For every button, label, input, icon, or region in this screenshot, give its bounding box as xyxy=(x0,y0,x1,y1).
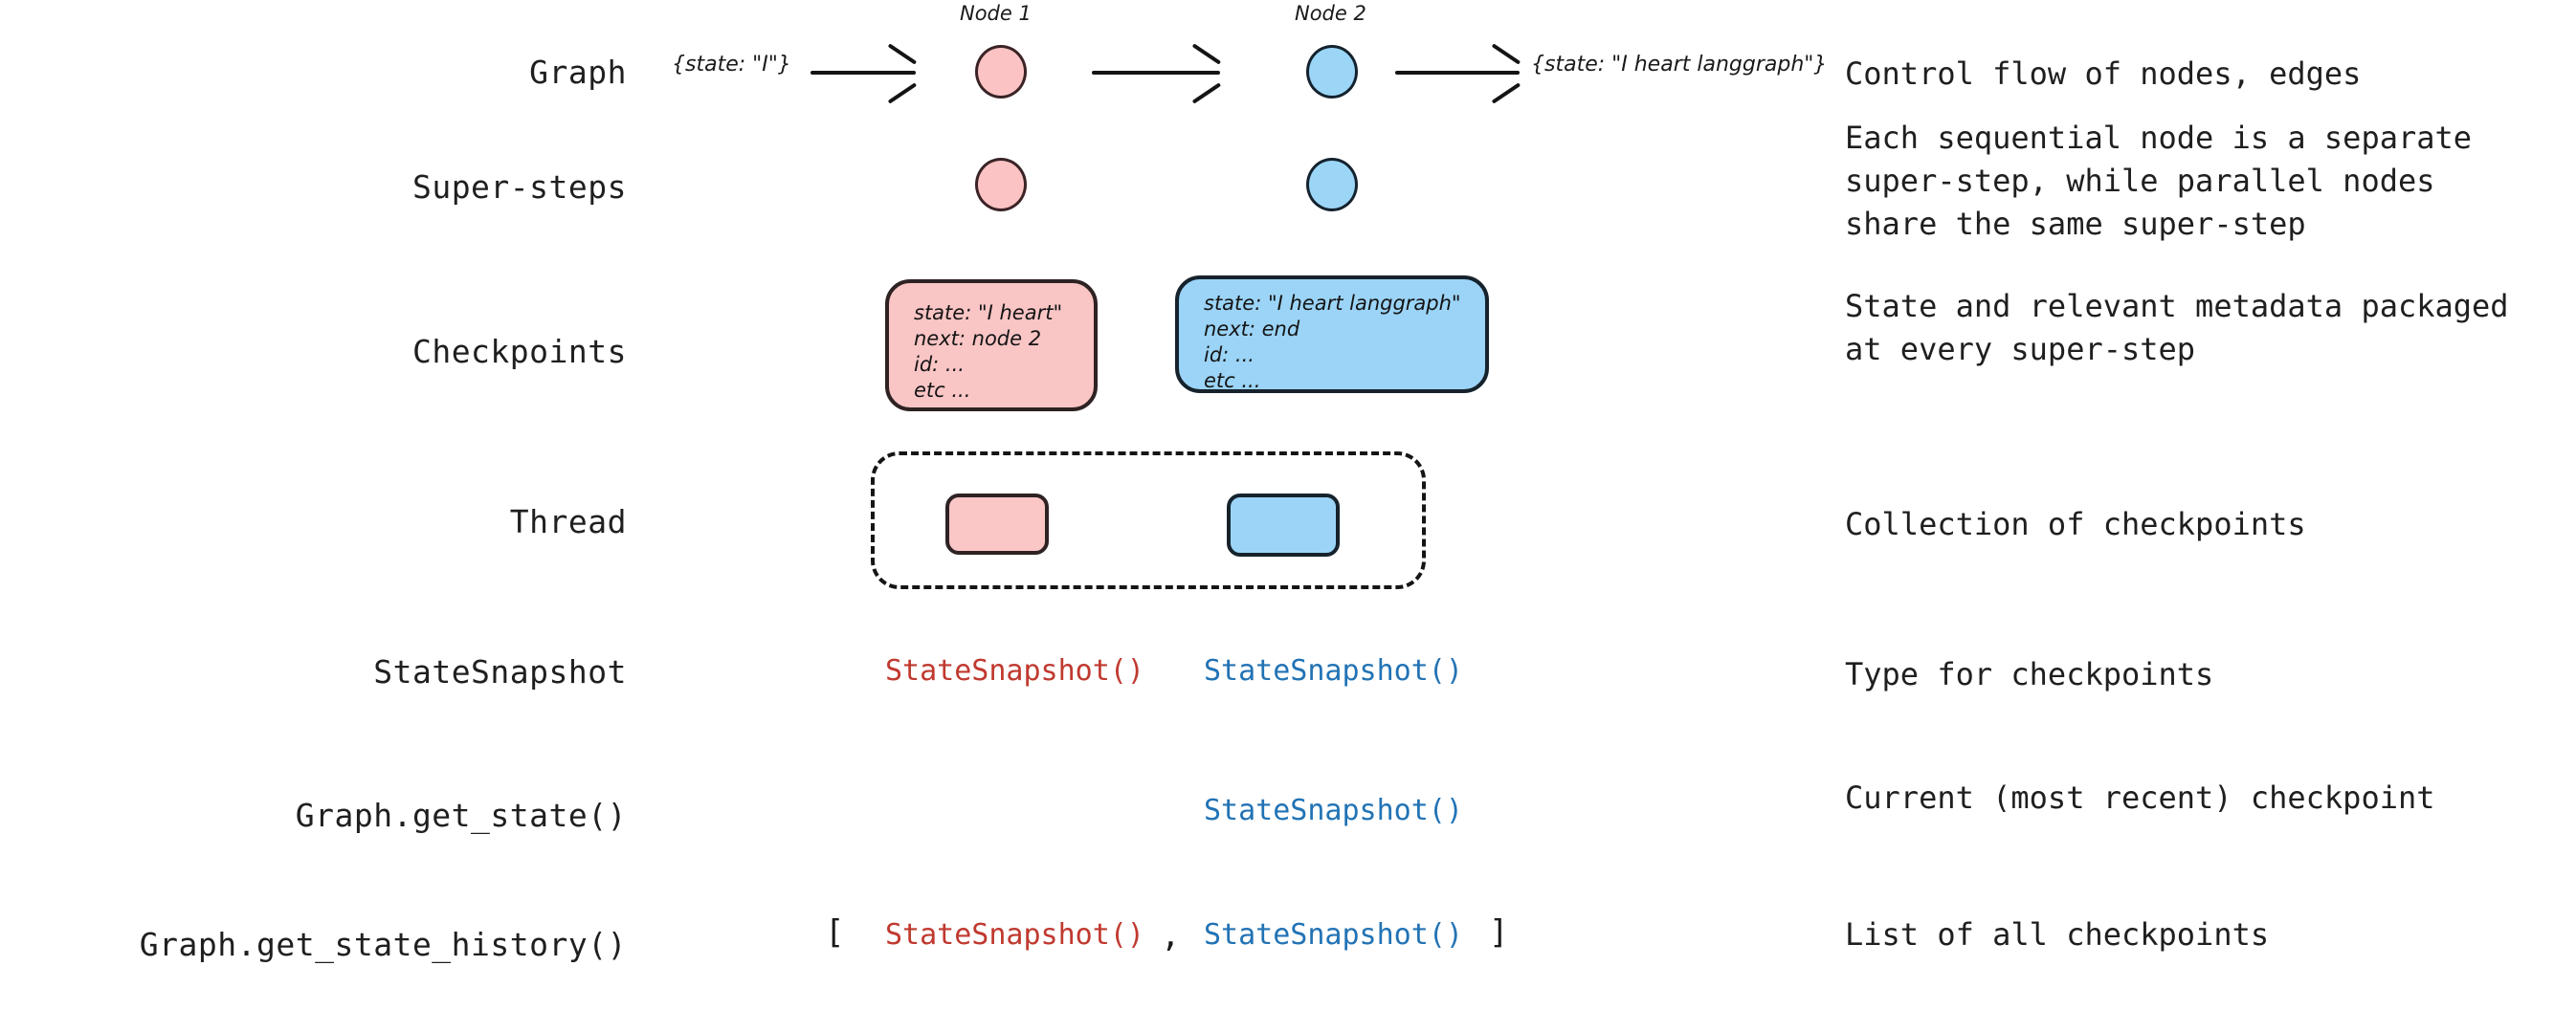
row-label-thread: Thread xyxy=(509,503,627,540)
checkpoint-1-line-2: next: node 2 xyxy=(914,327,1042,350)
row-label-statesnapshot: StateSnapshot xyxy=(373,653,627,691)
history-comma: , xyxy=(1161,916,1181,955)
checkpoint-box-1: state: "I heart" next: node 2 id: ... et… xyxy=(885,279,1098,411)
checkpoint-1-line-1: state: "I heart" xyxy=(914,301,1063,324)
checkpoint-2-line-1: state: "I heart langgraph" xyxy=(1204,292,1461,315)
thread-checkpoint-1 xyxy=(945,494,1049,555)
node-2-label: Node 2 xyxy=(1295,2,1366,25)
checkpoint-1-line-4: etc ... xyxy=(914,379,971,402)
history-snapshot-token-1: StateSnapshot() xyxy=(885,918,1144,952)
row-label-super-steps: Super-steps xyxy=(411,168,627,206)
row-description-graph: Control flow of nodes, edges xyxy=(1845,55,2362,92)
row-description-graph-get-state: Current (most recent) checkpoint xyxy=(1845,779,2435,816)
checkpoint-2-line-4: etc ... xyxy=(1204,369,1261,392)
get-state-snapshot-token: StateSnapshot() xyxy=(1204,794,1463,827)
node-2-circle xyxy=(1306,45,1358,99)
edge-arrow-1 xyxy=(811,43,918,104)
checkpoint-2-line-2: next: end xyxy=(1204,318,1300,340)
statesnapshot-token-2: StateSnapshot() xyxy=(1204,654,1463,688)
row-description-graph-get-state-history: List of all checkpoints xyxy=(1845,916,2270,953)
node-1-label: Node 1 xyxy=(960,2,1032,25)
input-state-label: {state: "I"} xyxy=(672,53,791,77)
row-label-graph-get-state-history: Graph.get_state_history() xyxy=(139,926,627,963)
edge-arrow-3 xyxy=(1395,43,1521,104)
history-open-bracket: [ xyxy=(825,913,845,952)
checkpoint-1-line-3: id: ... xyxy=(914,353,965,376)
super-step-2-circle xyxy=(1306,158,1358,211)
checkpoint-box-2: state: "I heart langgraph" next: end id:… xyxy=(1175,275,1489,393)
thread-checkpoint-2 xyxy=(1227,494,1340,557)
row-label-checkpoints: Checkpoints xyxy=(411,333,627,370)
edge-arrow-2 xyxy=(1092,43,1222,104)
row-label-graph: Graph xyxy=(529,54,627,91)
output-state-label: {state: "I heart langgraph"} xyxy=(1531,53,1828,77)
checkpoint-2-line-3: id: ... xyxy=(1204,343,1255,366)
super-step-1-circle xyxy=(975,158,1027,211)
row-description-statesnapshot: Type for checkpoints xyxy=(1845,656,2214,692)
history-close-bracket: ] xyxy=(1489,913,1509,952)
history-snapshot-token-2: StateSnapshot() xyxy=(1204,918,1463,952)
row-description-thread: Collection of checkpoints xyxy=(1845,506,2306,542)
thread-container xyxy=(871,451,1426,589)
node-1-circle xyxy=(975,45,1027,99)
row-label-graph-get-state: Graph.get_state() xyxy=(295,797,627,834)
statesnapshot-token-1: StateSnapshot() xyxy=(885,654,1144,688)
